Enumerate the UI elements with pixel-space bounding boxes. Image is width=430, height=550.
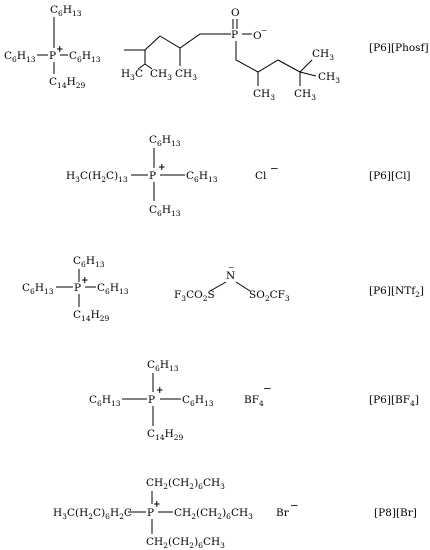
left-tbutyl-bond-ch3 [144,63,153,70]
substituent-right: C6H13 [186,170,218,184]
left-tbutyl-bond-h3c [137,63,146,70]
phosphorus-atom: P [148,394,155,406]
anion-charge: − [290,500,299,512]
substituent-bottom: C14H29 [73,309,110,323]
right-chain-methyl: CH3 [253,88,275,102]
right-group: SO2CF3 [249,289,290,303]
substituent-bottom: CH2(CH2)6CH3 [146,536,225,550]
anion-symbol: Br [276,507,290,519]
substituent-bottom: C6H13 [149,204,181,218]
right-tbutyl-ch3-top: CH3 [312,48,334,62]
anion-symbol: Cl [255,170,267,182]
cation-p6: C6H13 C6H13 P + C6H13 C14H29 [89,359,214,442]
substituent-top: C6H13 [50,4,82,18]
substituent-bottom: C14H29 [49,76,86,90]
phosphinate-p-atom: P [231,29,238,41]
right-tbutyl-bond-right [299,71,317,77]
compound-label: [P6][Phosf] [369,42,429,54]
cation-p8: CH2(CH2)6CH3 H3C(H2C)6H2C P + CH2(CH2)6C… [53,477,253,550]
anion-phosphinate: O P O − CH3 H3C CH3 CH3 CH3 [121,7,340,102]
row-p8-br: CH2(CH2)6CH3 H3C(H2C)6H2C P + CH2(CH2)6C… [53,477,417,550]
positive-charge: + [81,276,89,286]
anion-charge: − [228,263,234,272]
anion-symbol: BF4 [244,394,264,408]
row-p6-cl: C6H13 H3C(H2C)13 P + C6H13 C6H13 Cl − [P… [66,134,411,218]
right-chain [235,41,301,73]
row-p6-ntf2: C6H13 C6H13 P + C6H13 C14H29 N − F3CO2S … [22,255,424,323]
substituent-top: C6H13 [149,134,181,148]
substituent-top: C6H13 [147,359,179,373]
phosphorus-atom: P [74,282,81,294]
compound-label: [P6][NTf2] [369,285,424,299]
compound-label: [P6][BF4] [369,394,419,408]
bond-n-s-right [235,281,251,292]
positive-charge: + [156,386,164,396]
left-chain-upper [159,33,231,49]
substituent-top: CH2(CH2)6CH3 [146,477,225,491]
anion-ntf2: N − F3CO2S SO2CF3 [174,263,290,303]
substituent-left: C6H13 [89,394,121,408]
substituent-left: H3C(H2C)13 [66,170,128,184]
right-tbutyl-ch3-bottom: CH3 [294,88,316,102]
cation-p6: C6H13 C6H13 P + C6H13 C14H29 [4,4,101,90]
substituent-right: C6H13 [97,282,129,296]
substituent-left: H3C(H2C)6H2C [53,507,132,521]
right-tbutyl-bond-top [299,59,313,73]
row-p6-bf4: C6H13 C6H13 P + C6H13 C14H29 BF4 − [P6][… [89,359,419,442]
phosphorus-atom: P [49,50,56,62]
substituent-right: C6H13 [69,50,101,64]
substituent-top: C6H13 [73,255,105,269]
anion-charge: − [263,383,272,395]
oxygen-double-atom: O [231,7,240,19]
compound-label: [P8][Br] [374,507,417,519]
nitrogen-atom: N [226,270,235,282]
substituent-bottom: C14H29 [147,428,184,442]
substituent-left: C6H13 [4,50,36,64]
compound-label: [P6][Cl] [369,170,411,182]
left-chain-methyl: CH3 [175,68,197,82]
positive-charge: + [56,45,64,55]
anion-chloride: Cl − [255,163,279,182]
right-tbutyl-ch3-right: CH3 [318,71,340,85]
cation-p6: C6H13 H3C(H2C)13 P + C6H13 C6H13 [66,134,218,218]
anion-charge: − [261,26,267,35]
row-p6-phosf: C6H13 C6H13 P + C6H13 C14H29 O P O − [4,4,429,102]
substituent-right: C6H13 [182,394,214,408]
substituent-right: CH2(CH2)6CH3 [174,507,253,521]
anion-bromide: Br − [276,500,299,519]
positive-charge: + [158,163,166,173]
left-tbutyl-ch3: CH3 [150,68,172,82]
phosphorus-atom: P [149,170,156,182]
left-group: F3CO2S [174,289,215,303]
positive-charge: + [153,500,161,510]
phosphorus-atom: P [147,507,154,519]
bond-n-s-left [209,281,227,292]
anion-charge: − [270,163,279,175]
substituent-left: C6H13 [22,282,54,296]
cation-p6: C6H13 C6H13 P + C6H13 C14H29 [22,255,129,323]
left-chain-lower [144,35,161,64]
oxygen-single-atom: O [253,30,262,42]
anion-bf4: BF4 − [244,383,272,408]
left-tbutyl-h3c: H3C [121,68,143,82]
